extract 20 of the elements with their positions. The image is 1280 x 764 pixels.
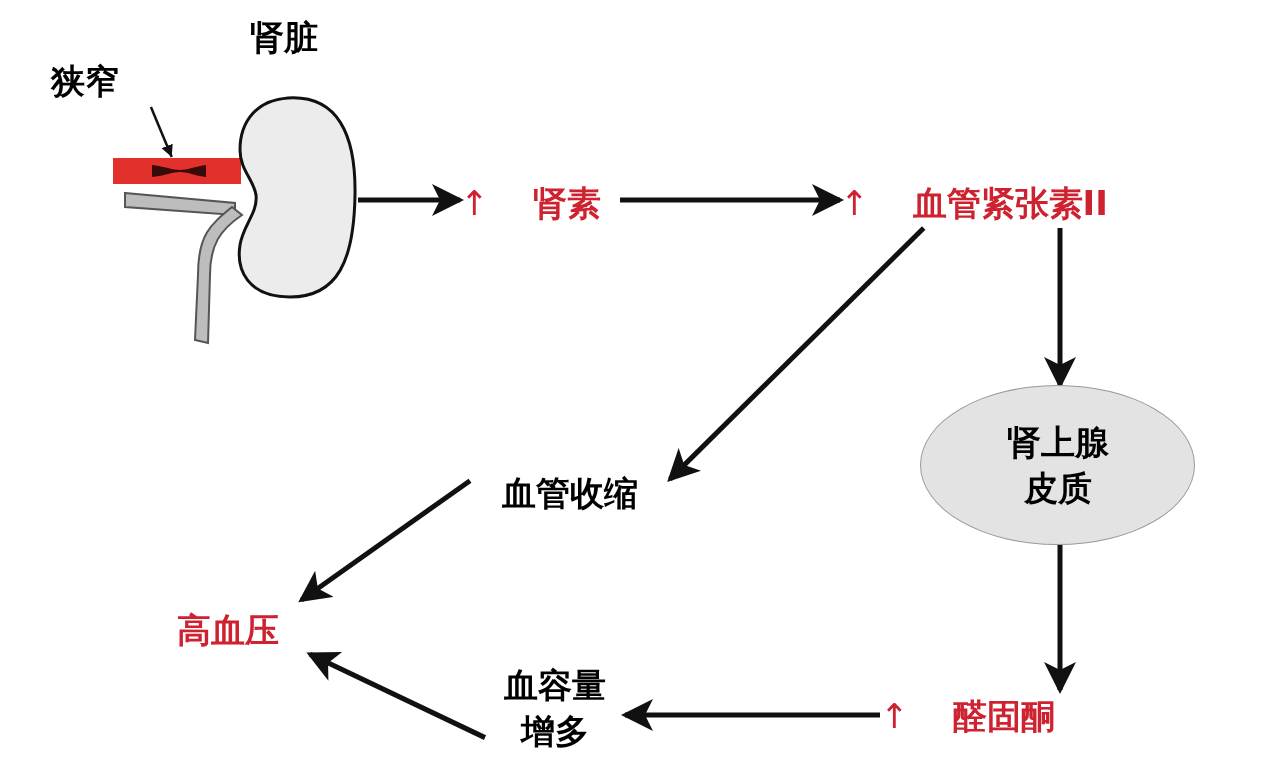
arrow — [1044, 545, 1076, 694]
increase-arrow-glyph: ↑ — [840, 182, 869, 225]
node-text: 血管收缩 — [502, 472, 638, 515]
node-text: 狭窄 — [51, 60, 119, 103]
arrow — [306, 651, 487, 740]
arrow — [667, 226, 926, 482]
node-text: 肾素 — [532, 182, 601, 225]
node-text: 高血压 — [176, 609, 279, 652]
node-text: 血管紧张素II — [912, 182, 1108, 225]
node-text: 肾上腺皮质 — [1005, 421, 1110, 510]
node-text: 血容量增多 — [503, 663, 607, 753]
increase-arrow-glyph: ↑ — [460, 182, 489, 225]
increase-arrow-glyph: ↑ — [880, 695, 909, 738]
arrow — [358, 184, 464, 216]
arrow — [298, 478, 472, 603]
arrow — [621, 699, 880, 731]
node-text: 醛固酮 — [952, 695, 1055, 738]
organ-label: 肾脏 — [250, 16, 318, 59]
leader-arrow — [149, 106, 173, 158]
arrow — [620, 184, 844, 216]
